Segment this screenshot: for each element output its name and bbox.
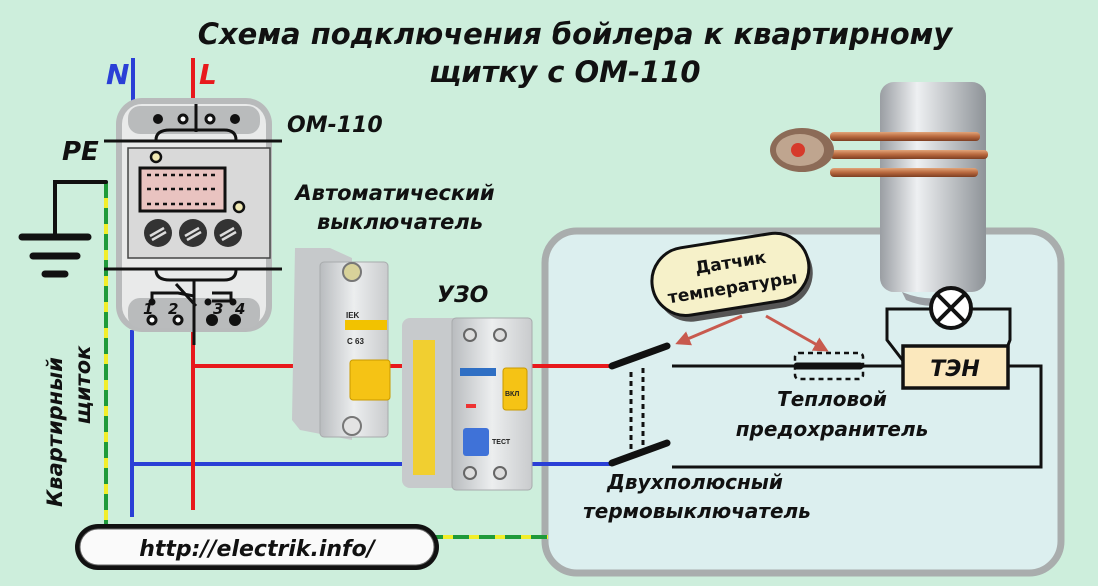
title-line-1: Схема подключения бойлера к квартирному xyxy=(198,17,954,51)
om110-knobs xyxy=(144,219,242,247)
rcd-label: УЗО xyxy=(437,283,488,308)
om110-label: ОМ-110 xyxy=(287,113,383,138)
title-line-2: щитку с ОМ-110 xyxy=(429,55,700,89)
arrow-to-switch xyxy=(675,314,743,346)
circuit-breaker: IEK C 63 xyxy=(292,248,391,440)
boiler-image xyxy=(770,82,988,306)
thermal-fuse xyxy=(793,351,865,381)
om110-relay: 1 2 3 4 xyxy=(104,98,282,345)
thermal-switch xyxy=(608,342,671,467)
breaker-label-line-2: выключатель xyxy=(317,210,483,234)
svg-text:http://electrik.info/: http://electrik.info/ xyxy=(139,537,377,562)
panel-label-line-2: щиток xyxy=(71,345,95,425)
temperature-sensor-label: Датчик температуры xyxy=(650,231,813,322)
heating-element-image xyxy=(770,128,988,177)
om110-terminal-4: 4 xyxy=(234,300,245,318)
switch-label-line-2: термовыключатель xyxy=(583,499,811,523)
panel-label-line-1: Квартирный xyxy=(43,357,67,507)
line-label: L xyxy=(199,58,217,91)
pe-label: PE xyxy=(62,137,99,167)
rcd-test-label: ТЕСТ xyxy=(492,439,511,446)
switch-label-line-1: Двухполюсный xyxy=(606,470,783,494)
arrow-to-fuse xyxy=(765,314,829,352)
heater-element: ТЭН xyxy=(901,344,1010,390)
rcd-test-button[interactable] xyxy=(463,428,489,456)
om110-terminal-2: 2 xyxy=(168,300,178,318)
ground-icon xyxy=(18,180,108,278)
om110-terminal-3: 3 xyxy=(213,300,223,318)
indicator-lamp-icon xyxy=(929,286,973,330)
website-link[interactable]: http://electrik.info/ xyxy=(75,524,439,570)
rcd-toggle[interactable] xyxy=(502,367,528,411)
rcd-device: ВКЛ ТЕСТ xyxy=(402,317,533,491)
om110-terminal-1: 1 xyxy=(143,300,153,318)
svg-text:ТЭН: ТЭН xyxy=(930,357,980,382)
breaker-label-line-1: Автоматический xyxy=(293,181,494,205)
breaker-rating: C 63 xyxy=(347,337,364,346)
fuse-label-line-2: предохранитель xyxy=(736,417,929,441)
breaker-toggle[interactable] xyxy=(349,359,391,401)
neutral-label: N xyxy=(106,58,129,91)
rcd-on-label: ВКЛ xyxy=(505,391,519,398)
breaker-brand: IEK xyxy=(346,311,360,320)
fuse-label-line-1: Тепловой xyxy=(777,387,887,411)
